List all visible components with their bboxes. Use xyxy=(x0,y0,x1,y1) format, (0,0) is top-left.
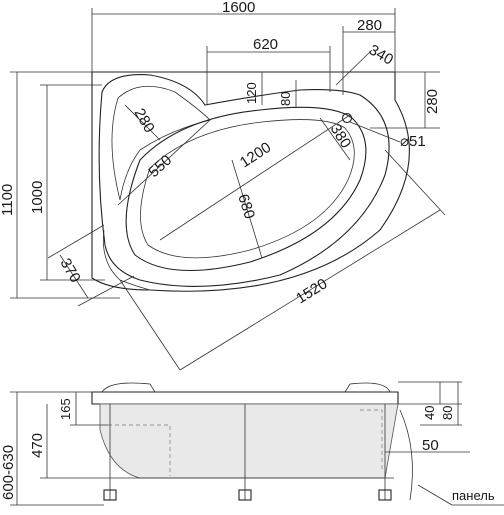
leg-foot xyxy=(378,489,392,501)
drain-icon xyxy=(341,112,353,124)
dim-front-length: 1520 xyxy=(293,275,330,307)
dim-rim-40: 40 xyxy=(422,406,437,420)
tub-outline xyxy=(91,71,410,292)
dim-right-depth: 280 xyxy=(424,89,441,114)
side-body xyxy=(99,403,399,479)
dim-overall-depth: 1100 xyxy=(0,184,16,216)
dim-drain-diameter: ⌀51 xyxy=(400,133,426,150)
dim-height-body: 470 xyxy=(29,433,46,458)
dim-bowl-length: 1200 xyxy=(237,139,274,171)
side-inner xyxy=(108,409,383,476)
bowl-outer xyxy=(125,106,367,272)
leg-foot xyxy=(238,489,252,501)
dim-headrest-width: 620 xyxy=(253,36,278,53)
dim-80: 80 xyxy=(278,92,293,106)
dim-120: 120 xyxy=(244,82,259,104)
dim-side-length: 1000 xyxy=(29,181,46,214)
side-view: 600-630 470 165 40 80 50 панель xyxy=(0,381,504,506)
dim-offset-50: 50 xyxy=(422,437,439,454)
panel-curve xyxy=(399,409,413,501)
dim-corner-width: 280 xyxy=(357,17,382,34)
leg-foot xyxy=(103,489,117,501)
dim-height-panel: 165 xyxy=(58,398,73,420)
panel-label: панель xyxy=(452,488,495,503)
top-view: 1600 280 620 340 120 80 280 280 380 ⌀51 xyxy=(0,0,446,371)
dim-drain-offset: 380 xyxy=(327,121,355,151)
tub-rim xyxy=(98,74,390,287)
dim-height-total: 600-630 xyxy=(0,445,17,500)
bowl-inner xyxy=(140,119,355,259)
dim-side-depth: 340 xyxy=(366,41,396,68)
side-rim xyxy=(91,391,399,405)
dim-headrest-radius: 280 xyxy=(131,106,158,136)
dim-corner-bevel: 370 xyxy=(57,256,84,286)
headrest xyxy=(111,85,211,201)
dim-rim-80: 80 xyxy=(440,406,455,420)
dim-overall-width: 1600 xyxy=(222,0,255,16)
side-headrest xyxy=(101,382,391,393)
dim-bowl-depth: 680 xyxy=(234,192,258,221)
